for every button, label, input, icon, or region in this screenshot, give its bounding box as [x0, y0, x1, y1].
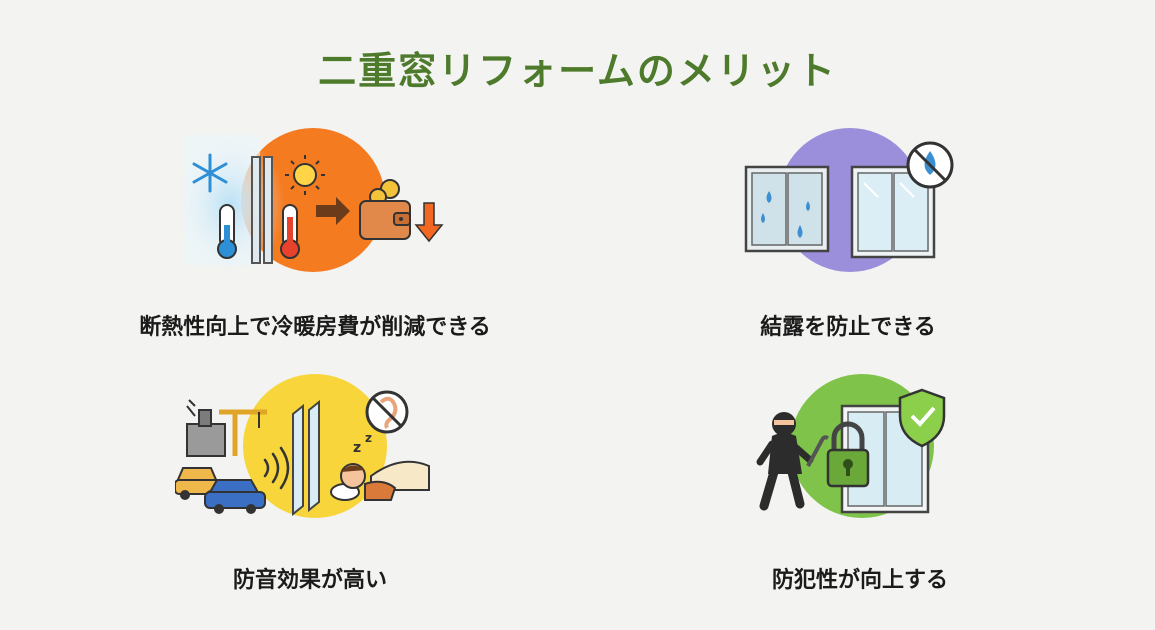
sound-wave-icon: [263, 446, 290, 490]
benefit-soundproof: z z 防音効果が高い: [175, 372, 445, 593]
thermometer-hot-icon: [280, 204, 300, 259]
no-water-drop-icon: [906, 141, 954, 189]
benefit-caption: 防音効果が高い: [232, 568, 387, 593]
svg-text:z: z: [353, 440, 361, 456]
page-title: 二重窓リフォームのメリット: [318, 49, 837, 93]
window-glass-icon: [251, 156, 273, 264]
thermometer-cold-icon: [217, 204, 237, 259]
snowflake-icon: [192, 153, 228, 193]
factory-icon: [186, 399, 226, 457]
wallet-icon: [359, 200, 411, 240]
benefit-caption: 結露を防止できる: [760, 315, 936, 340]
benefit-caption: 防犯性が向上する: [771, 568, 948, 593]
benefit-condensation: 結露を防止できる: [738, 125, 958, 340]
benefit-insulation: 断熱性向上で冷暖房費が削減できる: [139, 125, 491, 340]
condensation-illustration: [744, 128, 954, 272]
benefit-caption: 断熱性向上で冷暖房費が削減できる: [139, 315, 491, 340]
sleeping-person-icon: z z: [330, 431, 430, 501]
arrow-down-icon: [414, 202, 444, 243]
insulation-illustration: [180, 128, 444, 275]
wet-window-icon: [744, 165, 830, 253]
padlock-icon: [826, 421, 870, 488]
double-glass-icon: [292, 399, 320, 517]
sun-icon: [285, 155, 325, 195]
security-illustration: [756, 374, 946, 518]
no-ear-icon: [365, 390, 409, 434]
shield-check-icon: [898, 388, 946, 448]
crane-icon: [219, 409, 267, 456]
crowbar-icon: [806, 435, 829, 467]
svg-text:z: z: [365, 431, 372, 445]
burglar-icon: [756, 412, 814, 511]
arrow-right-icon: [316, 197, 350, 225]
car-icon: [175, 467, 222, 500]
soundproof-illustration: z z: [175, 374, 430, 518]
benefit-security: 防犯性が向上する: [750, 372, 970, 593]
car-icon: [204, 479, 266, 514]
